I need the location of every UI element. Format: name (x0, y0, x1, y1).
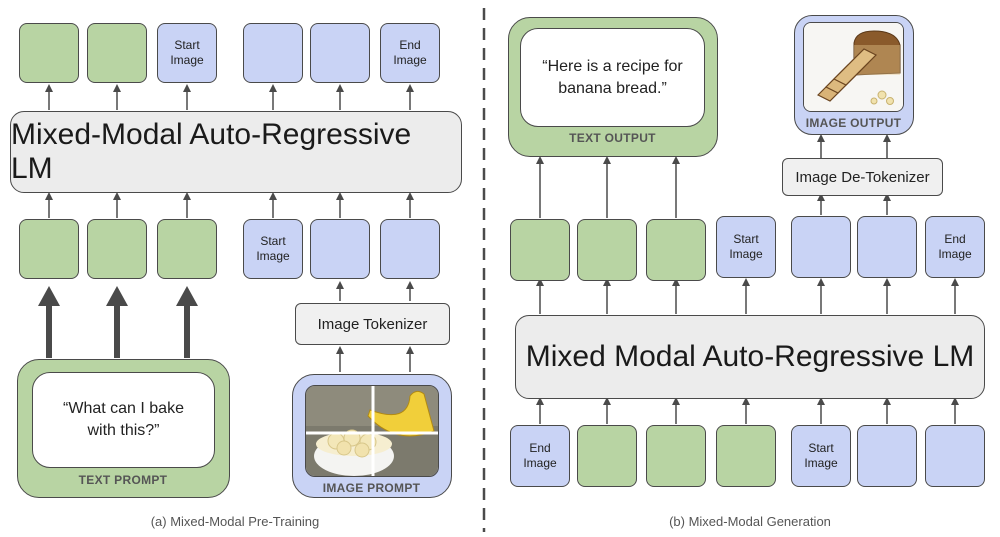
bananas-in-bowl-photo (305, 385, 439, 477)
right-output-token-2 (577, 219, 637, 281)
text-output-panel: “Here is a recipe for banana bread.” TEX… (508, 17, 718, 157)
right-input-token-7 (925, 425, 985, 487)
tokenizer-arrows (336, 281, 414, 372)
left-input-token-1 (19, 219, 79, 279)
right-output-token-3 (646, 219, 706, 281)
text-output-label: TEXT OUTPUT (569, 131, 656, 145)
image-detokenizer-box: Image De-Tokenizer (782, 158, 943, 196)
left-input-token-2 (87, 219, 147, 279)
right-lm-box: Mixed Modal Auto-Regressive LM (515, 315, 985, 399)
left-output-token-4 (243, 23, 303, 83)
text-prompt-content: “What can I bake with this?” (32, 372, 215, 468)
right-input-token-4 (716, 425, 776, 487)
right-output-token-1 (510, 219, 570, 281)
text-output-content: “Here is a recipe for banana bread.” (520, 28, 705, 127)
image-tokenizer-box: Image Tokenizer (295, 303, 450, 345)
left-input-token-5 (310, 219, 370, 279)
text-prompt-label: TEXT PROMPT (78, 473, 168, 487)
detokenizer-arrows (817, 134, 891, 215)
left-output-token-1 (19, 23, 79, 83)
left-lm-box: Mixed-Modal Auto-Regressive LM (10, 111, 462, 193)
left-input-token-3 (157, 219, 217, 279)
left-output-token-5 (310, 23, 370, 83)
image-prompt-panel: IMAGE PROMPT (292, 374, 452, 498)
text-prompt-panel: “What can I bake with this?” TEXT PROMPT (17, 359, 230, 498)
text-prompt-arrows (38, 286, 198, 358)
left-input-token-6 (380, 219, 440, 279)
image-output-panel: IMAGE OUTPUT (794, 15, 914, 135)
right-input-arrows (536, 397, 959, 424)
left-output-token-2 (87, 23, 147, 83)
right-output-arrows (536, 278, 959, 314)
left-output-arrows (45, 84, 414, 110)
right-output-token-6 (857, 216, 917, 278)
left-input-arrows (45, 192, 414, 218)
banana-bread-photo (803, 22, 904, 112)
left-caption: (a) Mixed-Modal Pre-Training (150, 514, 320, 529)
right-caption: (b) Mixed-Modal Generation (669, 514, 831, 529)
right-input-token-6 (857, 425, 917, 487)
right-output-token-5 (791, 216, 851, 278)
right-input-token-2 (577, 425, 637, 487)
right-text-output-arrows (536, 156, 680, 218)
right-input-token-3 (646, 425, 706, 487)
image-output-label: IMAGE OUTPUT (805, 116, 902, 130)
image-prompt-label: IMAGE PROMPT (322, 481, 421, 495)
